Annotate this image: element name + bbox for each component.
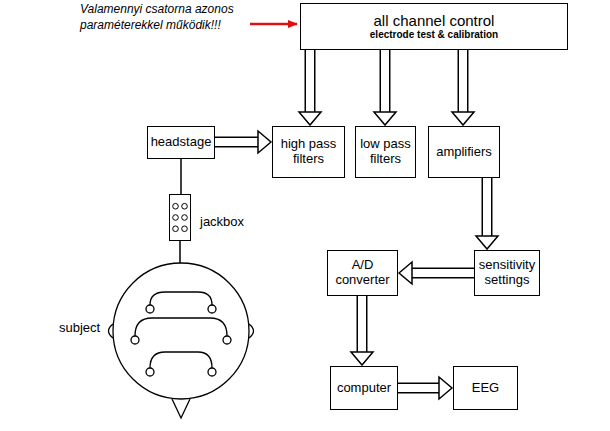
process-box: amplifiers (428, 126, 500, 178)
control-box: all channel controlelectrode test & cali… (300, 3, 568, 50)
process-box: computer (330, 366, 398, 410)
block-arrow (452, 50, 474, 125)
process-box: high pass filters (272, 126, 345, 178)
process-box: A/D converter (327, 250, 398, 296)
head-figure (109, 263, 254, 418)
box-label: all channel control (374, 12, 495, 29)
box-label: low pass filters (359, 137, 412, 167)
callout-arrow (250, 23, 297, 26)
cable-line (180, 241, 181, 263)
box-label: A/D converter (331, 258, 394, 288)
subject-head: subject (113, 263, 249, 399)
box-label: subject (59, 321, 100, 336)
process-box: low pass filters (355, 126, 416, 178)
socket-holes (170, 195, 190, 240)
cable-line (181, 159, 182, 194)
process-box: sensitivity settings (474, 250, 540, 296)
box-sublabel: electrode test & calibration (370, 29, 498, 41)
block-arrow (476, 178, 498, 249)
box-label: jackbox (200, 215, 244, 230)
box-label: computer (337, 381, 391, 396)
block-arrow (398, 377, 452, 399)
box-label: amplifiers (436, 145, 492, 160)
block-arrow (215, 131, 271, 153)
process-box: headstage (147, 126, 215, 159)
box-label: headstage (151, 135, 212, 150)
box-label: EEG (472, 381, 499, 396)
box-label: high pass filters (276, 137, 341, 167)
jackbox-connector: jackbox (169, 194, 191, 241)
note-text: Valamennyi csatorna azonos paraméterekke… (80, 2, 245, 33)
block-arrow (351, 296, 373, 365)
block-arrow (374, 50, 396, 125)
block-arrow (299, 50, 321, 125)
block-arrow (399, 262, 474, 284)
box-label: sensitivity settings (478, 258, 536, 288)
process-box: EEG (453, 366, 518, 410)
